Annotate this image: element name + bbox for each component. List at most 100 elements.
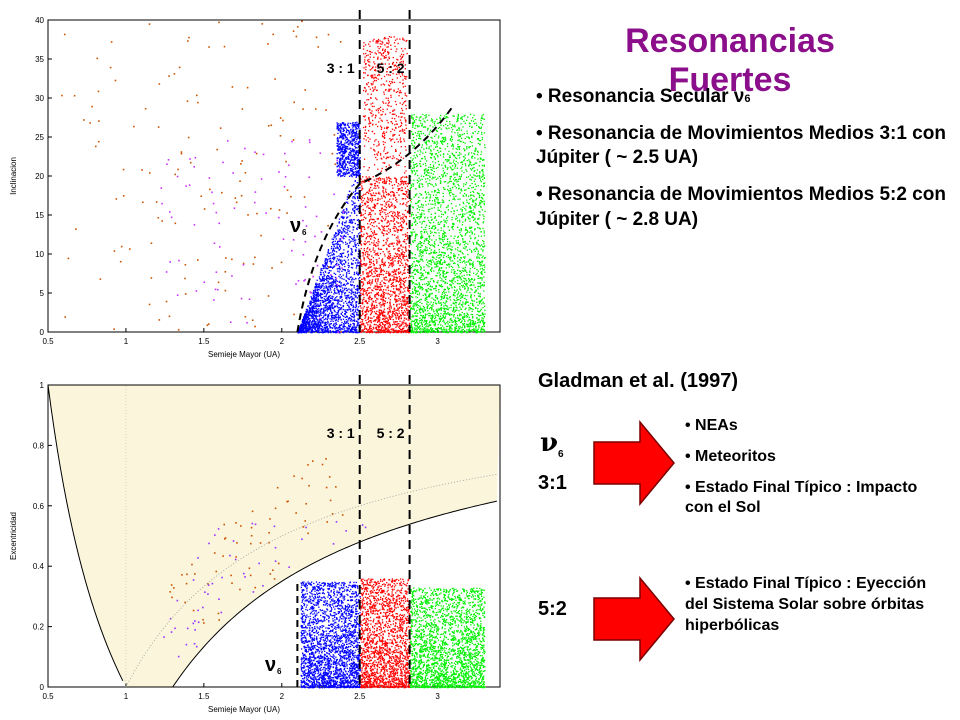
data-point <box>322 327 324 329</box>
data-point <box>373 242 375 244</box>
data-point <box>321 296 324 299</box>
data-point <box>320 328 322 330</box>
data-point <box>373 222 375 224</box>
data-point <box>402 55 404 58</box>
data-point <box>338 173 340 175</box>
data-point <box>323 289 325 292</box>
data-point <box>357 321 359 323</box>
data-point <box>404 299 406 302</box>
data-point <box>351 165 353 167</box>
x-tick-label: 2 <box>280 337 285 346</box>
data-point <box>352 155 355 158</box>
data-point <box>336 305 339 308</box>
data-point <box>329 326 331 328</box>
data-point <box>384 44 386 46</box>
data-point <box>356 167 358 170</box>
data-point <box>357 159 359 162</box>
data-point <box>331 303 333 306</box>
data-point <box>340 276 343 278</box>
data-point <box>395 326 397 328</box>
data-point <box>374 184 376 187</box>
data-point <box>302 326 304 328</box>
data-point <box>367 267 369 269</box>
data-point <box>328 299 330 301</box>
data-point <box>403 252 406 254</box>
data-point <box>343 161 345 163</box>
y-tick-label: 10 <box>35 250 44 259</box>
data-point <box>359 157 361 159</box>
data-point <box>356 324 358 326</box>
data-point <box>380 128 383 130</box>
data-point <box>336 122 338 124</box>
data-point <box>363 116 366 118</box>
data-point <box>353 139 355 141</box>
data-point <box>340 133 342 135</box>
data-point <box>351 297 353 299</box>
data-point <box>340 253 342 255</box>
data-point <box>371 75 373 78</box>
data-point <box>402 203 405 205</box>
data-point <box>403 296 406 298</box>
data-point <box>355 133 357 135</box>
data-point <box>391 331 393 333</box>
data-point <box>360 247 362 250</box>
data-point <box>355 125 357 127</box>
data-point <box>374 307 376 310</box>
data-point <box>402 66 404 68</box>
data-point <box>362 252 365 254</box>
data-point <box>369 216 372 218</box>
data-point <box>405 322 407 324</box>
data-point <box>345 136 347 138</box>
data-point <box>302 320 305 323</box>
data-point <box>403 301 406 303</box>
data-point <box>335 247 337 249</box>
data-point <box>329 327 332 329</box>
data-point <box>402 297 405 299</box>
data-point <box>356 242 359 245</box>
data-point <box>384 302 386 305</box>
data-point <box>380 270 382 272</box>
data-point <box>368 188 371 190</box>
data-point <box>313 310 315 313</box>
data-point <box>368 212 371 214</box>
data-point <box>350 149 352 152</box>
data-point <box>356 147 358 149</box>
data-point <box>311 310 313 312</box>
data-point <box>393 64 396 67</box>
data-point <box>313 295 315 297</box>
data-point <box>364 314 366 317</box>
data-point <box>317 326 319 328</box>
data-point <box>352 331 354 333</box>
data-point <box>384 325 386 327</box>
data-point <box>393 271 395 274</box>
data-point <box>366 289 369 292</box>
data-point <box>383 75 386 78</box>
data-point <box>326 327 328 329</box>
data-point <box>343 159 346 161</box>
data-point <box>382 311 384 314</box>
data-point <box>326 254 328 256</box>
data-point <box>356 264 358 266</box>
data-point <box>394 45 396 48</box>
data-point <box>318 289 320 291</box>
data-point <box>304 316 306 318</box>
data-point <box>339 235 342 237</box>
data-point <box>349 222 352 224</box>
data-point <box>314 312 316 314</box>
data-point <box>390 204 393 206</box>
data-point <box>379 46 382 48</box>
data-point <box>339 267 341 270</box>
data-point <box>382 302 384 304</box>
data-point <box>358 322 360 324</box>
data-point <box>390 243 392 245</box>
data-point <box>387 205 389 207</box>
data-point <box>344 173 346 175</box>
data-point <box>344 292 347 294</box>
data-point <box>377 58 379 60</box>
data-point <box>380 298 383 300</box>
data-point <box>381 225 383 227</box>
data-point <box>381 216 383 218</box>
data-point <box>392 216 394 218</box>
data-point <box>315 330 317 332</box>
data-point <box>384 264 386 267</box>
